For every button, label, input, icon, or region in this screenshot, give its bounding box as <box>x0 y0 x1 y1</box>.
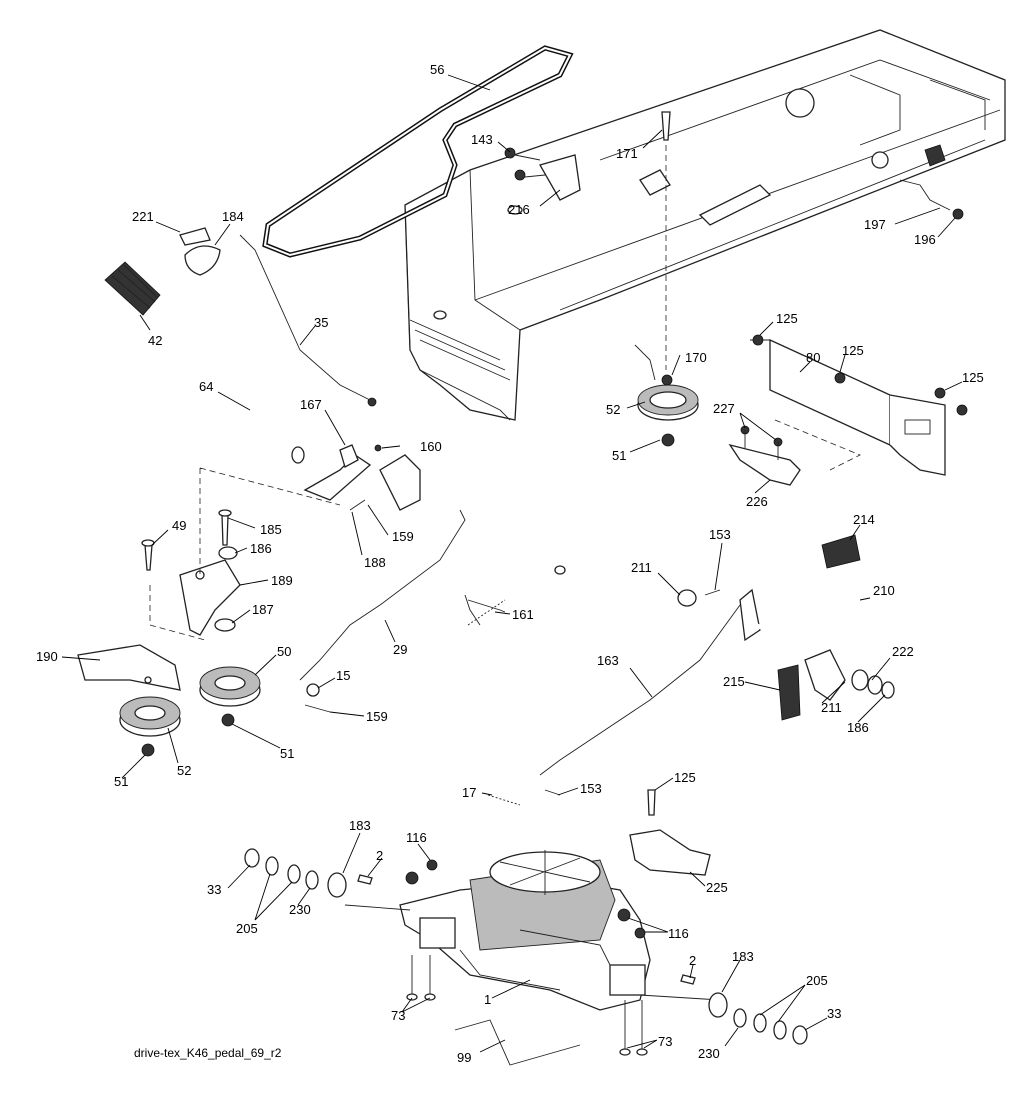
callout-230-a: 230 <box>289 902 311 917</box>
callout-171: 171 <box>616 146 638 161</box>
frame-chassis <box>404 29 1006 421</box>
callout-64: 64 <box>199 379 213 394</box>
callout-187: 187 <box>252 602 274 617</box>
transaxle <box>344 850 721 1011</box>
callout-33-b: 33 <box>827 1006 841 1021</box>
callout-211-b: 211 <box>821 700 842 715</box>
callout-125-b: 125 <box>842 343 864 358</box>
bracket-226 <box>728 425 801 486</box>
bracket-190 <box>77 644 181 691</box>
pedal-assembly <box>677 534 895 721</box>
callout-29: 29 <box>393 642 407 657</box>
bolt-171 <box>661 111 671 370</box>
diagram-caption: drive-tex_K46_pedal_69_r2 <box>134 1046 282 1060</box>
pulley-52-lower <box>119 696 181 757</box>
callout-189: 189 <box>271 573 293 588</box>
drive-belt <box>262 45 574 258</box>
callout-161: 161 <box>512 607 534 622</box>
callout-17: 17 <box>462 785 476 800</box>
callout-159-b: 159 <box>366 709 388 724</box>
shift-grip <box>104 227 221 316</box>
callout-33-a: 33 <box>207 882 221 897</box>
callout-205-b: 205 <box>806 973 828 988</box>
pulley-50 <box>199 666 261 727</box>
callout-50: 50 <box>277 644 291 659</box>
callout-labels: 56 143 171 216 221 184 197 196 42 35 125… <box>36 62 984 1065</box>
callout-35: 35 <box>314 315 328 330</box>
lever-64 <box>171 292 566 575</box>
rod-163 <box>487 604 741 806</box>
callout-196: 196 <box>914 232 936 247</box>
callout-125-a: 125 <box>776 311 798 326</box>
callout-52-b: 52 <box>177 763 191 778</box>
callout-2-a: 2 <box>376 848 383 863</box>
callout-230-b: 230 <box>698 1046 720 1061</box>
pivot-bracket <box>303 444 421 511</box>
callout-188: 188 <box>364 555 386 570</box>
callout-170: 170 <box>685 350 707 365</box>
callout-49: 49 <box>172 518 186 533</box>
bracket-216 <box>504 147 581 201</box>
callout-216: 216 <box>508 202 530 217</box>
axle-hardware-left <box>244 848 438 898</box>
callout-116-a: 116 <box>406 830 427 845</box>
callout-186-b: 186 <box>847 720 869 735</box>
callout-227: 227 <box>713 401 735 416</box>
callout-163: 163 <box>597 653 619 668</box>
callout-51-b: 51 <box>280 746 294 761</box>
callout-226: 226 <box>746 494 768 509</box>
callout-222: 222 <box>892 644 914 659</box>
callout-1: 1 <box>484 992 491 1007</box>
callout-186-a: 186 <box>250 541 272 556</box>
callout-221: 221 <box>132 209 154 224</box>
callout-125-d: 125 <box>674 770 696 785</box>
callout-159-a: 159 <box>392 529 414 544</box>
callout-167: 167 <box>300 397 322 412</box>
rod-29 <box>299 509 506 713</box>
callout-73-a: 73 <box>391 1008 405 1023</box>
rod-35 <box>239 234 377 407</box>
leader-lines <box>61 74 963 1053</box>
callout-125-c: 125 <box>962 370 984 385</box>
callout-185: 185 <box>260 522 282 537</box>
rod-99 <box>454 1019 581 1066</box>
idler-pulley-top <box>634 344 699 447</box>
bolts-73 <box>406 955 648 1056</box>
callout-42: 42 <box>148 333 162 348</box>
pivot-plate <box>141 467 341 641</box>
bracket-80 <box>750 334 968 476</box>
callout-205-a: 205 <box>236 921 258 936</box>
callout-116-b: 116 <box>668 926 689 941</box>
callout-214: 214 <box>853 512 875 527</box>
callout-52-a: 52 <box>606 402 620 417</box>
callout-183-a: 183 <box>349 818 371 833</box>
callout-153-b: 153 <box>580 781 602 796</box>
callout-190: 190 <box>36 649 58 664</box>
axle-hardware-right <box>617 908 808 1045</box>
callout-210: 210 <box>873 583 895 598</box>
callout-215: 215 <box>723 674 745 689</box>
bracket-225 <box>629 789 711 876</box>
callout-2-b: 2 <box>689 953 696 968</box>
callout-153-a: 153 <box>709 527 731 542</box>
callout-73-b: 73 <box>658 1034 672 1049</box>
callout-51-c: 51 <box>114 774 128 789</box>
callout-211-a: 211 <box>631 560 652 575</box>
callout-160: 160 <box>420 439 442 454</box>
callout-184: 184 <box>222 209 244 224</box>
callout-51-a: 51 <box>612 448 626 463</box>
callout-80: 80 <box>806 350 820 365</box>
callout-56: 56 <box>430 62 444 77</box>
callout-197: 197 <box>864 217 886 232</box>
callout-183-b: 183 <box>732 949 754 964</box>
callout-143: 143 <box>471 132 493 147</box>
callout-99: 99 <box>457 1050 471 1065</box>
rod-197 <box>899 179 964 220</box>
callout-225: 225 <box>706 880 728 895</box>
callout-15: 15 <box>336 668 350 683</box>
